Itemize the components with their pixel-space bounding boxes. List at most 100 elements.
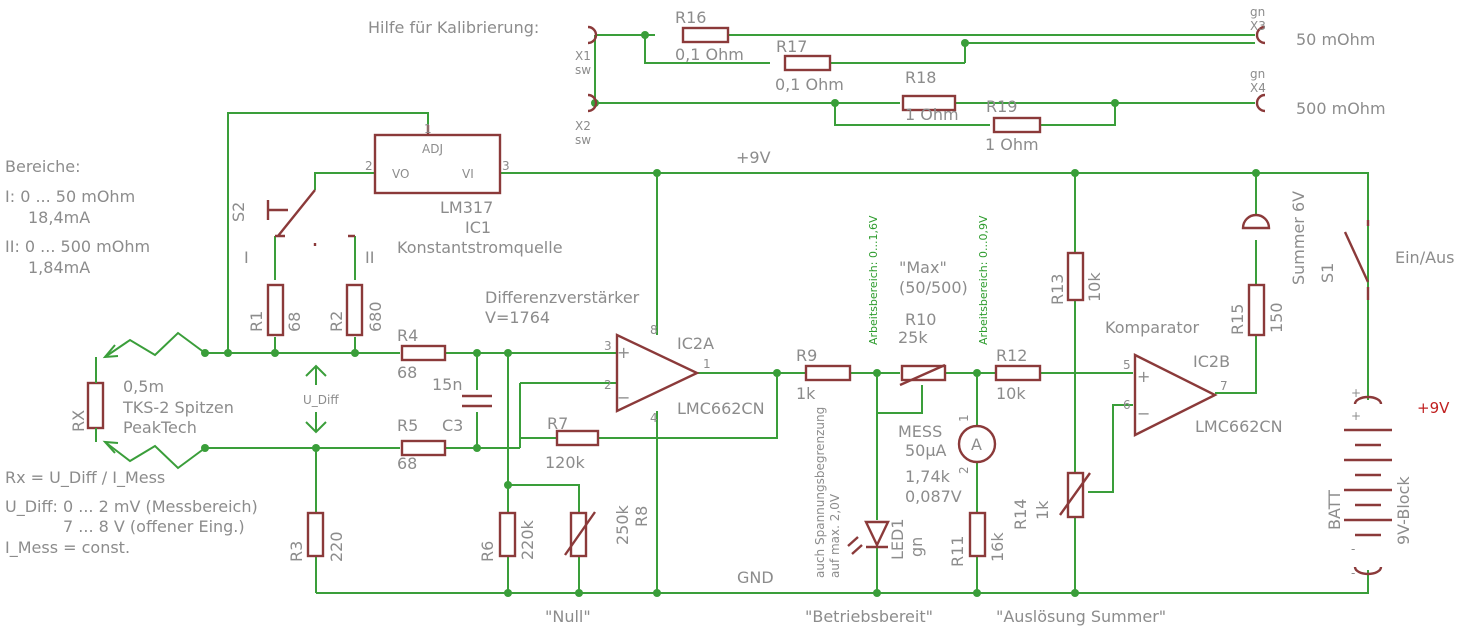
ic2a-pin1: 1	[703, 357, 711, 371]
x4-sub: gn	[1250, 67, 1265, 81]
diffamp-title: Differenzverstärker	[485, 288, 640, 307]
ic2b-part: LMC662CN	[1195, 417, 1283, 436]
ic1-pin3: 3	[502, 159, 510, 173]
batt-plus: +	[1351, 386, 1361, 400]
r8-value: 250k	[613, 504, 632, 545]
r11-name: R11	[948, 536, 967, 567]
meter-res: 1,74k	[905, 467, 951, 486]
caption-ready: "Betriebsbereit"	[805, 607, 933, 626]
r2-value: 680	[366, 301, 385, 332]
r10-caption1: "Max"	[899, 258, 947, 277]
caption-labels: "Null" "Betriebsbereit" "Auslösung Summe…	[545, 607, 1166, 626]
r10-value: 25k	[898, 328, 928, 347]
range-green-b: Arbeitsbereich: 0...0,9V	[977, 215, 990, 345]
battery-polarity: + + - -	[1351, 386, 1361, 580]
led-color: gn	[907, 537, 926, 557]
probe-line3: PeakTech	[123, 418, 197, 437]
ic2b-pin7: 7	[1220, 379, 1228, 393]
ic2b-pin6: 6	[1123, 398, 1131, 412]
r5-name: R5	[397, 416, 418, 435]
batt-plus-2: +	[1351, 409, 1361, 423]
probe-labels: 0,5m TKS-2 Spitzen PeakTech RX U_Diff	[69, 377, 339, 437]
s2-name: S2	[229, 202, 248, 222]
led-note2: auf max. 2,0V	[828, 493, 842, 578]
s2-labels: S2 I II	[229, 202, 374, 267]
supply-labels: +9V GND BATT 9V-Block +9V S1 Ein/Aus Sum…	[736, 148, 1455, 587]
rx-formula: Rx = U_Diff / I_Mess	[5, 468, 165, 488]
x1-sub: sw	[575, 63, 591, 77]
s2-pos2: II	[365, 248, 374, 267]
caption-null: "Null"	[545, 607, 591, 626]
r7-name: R7	[547, 414, 568, 433]
ic1-pin2: 2	[365, 159, 373, 173]
calibration-labels: Hilfe für Kalibrierung: R16 0,1 Ohm R17 …	[368, 5, 1386, 154]
x3-sub: gn	[1250, 5, 1265, 19]
ic2a-plus: +	[617, 343, 630, 362]
r6-name: R6	[478, 541, 497, 562]
c3-name: C3	[442, 416, 463, 435]
ic2a-part: LMC662CN	[677, 399, 765, 418]
ic2a-pin8: 8	[650, 323, 658, 337]
s1-name: S1	[1318, 263, 1337, 283]
range-labels: Bereiche: I: 0 ... 50 mOhm 18,4mA II: 0 …	[5, 157, 150, 277]
ic1-desc: Konstantstromquelle	[397, 238, 563, 257]
s2-switch	[266, 189, 355, 246]
batt-label: BATT	[1325, 490, 1344, 530]
r9-value: 1k	[796, 384, 816, 403]
range2-b: 1,84mA	[28, 258, 90, 277]
r17-name: R17	[776, 37, 807, 56]
r10-caption2: (50/500)	[899, 278, 968, 297]
batt-type: 9V-Block	[1394, 476, 1413, 545]
ic2a-opamp	[615, 333, 700, 413]
ic2b-minus: −	[1137, 404, 1150, 423]
r15-value: 150	[1267, 302, 1286, 333]
s2-pos1: I	[244, 248, 249, 267]
rx-label: RX	[69, 410, 88, 432]
x1-name: X1	[575, 49, 591, 63]
r11-value: 16k	[988, 532, 1007, 562]
ic2a-pin3: 3	[604, 339, 612, 353]
led1	[847, 520, 890, 555]
buzzer	[1241, 213, 1271, 230]
r3-value: 220	[327, 531, 346, 562]
r14-value: 1k	[1033, 500, 1052, 520]
buzzer-label: Summer 6V	[1289, 191, 1308, 285]
r10-name: R10	[905, 310, 936, 329]
x2-name: X2	[575, 119, 591, 133]
junction-dots	[201, 31, 1260, 597]
r15-name: R15	[1228, 304, 1247, 335]
c3-value: 15n	[432, 375, 463, 394]
ic1-lm317	[373, 125, 502, 195]
help-label: Hilfe für Kalibrierung:	[368, 18, 539, 37]
s1-label: Ein/Aus	[1395, 248, 1455, 267]
meter-pin2: 2	[957, 466, 971, 474]
r2-name: R2	[327, 311, 346, 332]
meter-ref: MESS	[898, 422, 942, 441]
batt-plus-label: +9V	[1417, 399, 1450, 417]
ic2a-pin4: 4	[650, 411, 658, 425]
ranges-title: Bereiche:	[5, 157, 81, 176]
r5-value: 68	[397, 454, 417, 473]
r4-name: R4	[397, 326, 418, 345]
diffamp-gain: V=1764	[485, 308, 550, 327]
ic1-vi: VI	[462, 167, 474, 181]
ic1-ref: IC1	[465, 218, 491, 237]
r1-value: 68	[285, 312, 304, 332]
r12-name: R12	[996, 346, 1027, 365]
ic2b-pin5: 5	[1123, 358, 1131, 372]
batt-minus-2: -	[1351, 566, 1355, 580]
r7-value: 120k	[545, 453, 586, 472]
r6-value: 220k	[518, 519, 537, 560]
meter-volt: 0,087V	[905, 487, 962, 506]
r1-name: R1	[247, 311, 266, 332]
r16-value: 0,1 Ohm	[675, 45, 744, 64]
probe-leads	[95, 331, 206, 470]
probe-line1: 0,5m	[123, 377, 164, 396]
range1-a: I: 0 ... 50 mOhm	[5, 187, 135, 206]
r13-value: 10k	[1085, 272, 1104, 302]
range-green-a: Arbeitsbereich: 0...1,6V	[867, 215, 880, 345]
r17-value: 0,1 Ohm	[775, 75, 844, 94]
r13-name: R13	[1048, 274, 1067, 305]
udiff-label: U_Diff	[303, 393, 339, 407]
